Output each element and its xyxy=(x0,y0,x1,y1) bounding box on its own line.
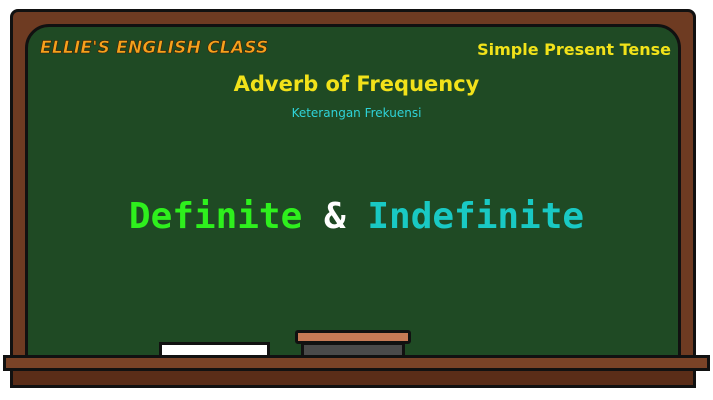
class-name-label: ELLIE'S ENGLISH CLASS xyxy=(40,38,269,59)
chalk-stick xyxy=(159,342,270,358)
headline-indefinite: Indefinite xyxy=(367,196,585,237)
eraser-pad xyxy=(301,342,405,358)
slide-title: Adverb of Frequency xyxy=(233,72,480,96)
slide-subtitle: Keterangan Frekuensi xyxy=(291,106,422,120)
tense-label: Simple Present Tense xyxy=(477,40,671,59)
chalkboard-surface xyxy=(25,24,681,364)
slide-headline: Definite & Indefinite xyxy=(0,196,713,237)
headline-definite: Definite xyxy=(128,196,303,237)
chalk-tray-bottom xyxy=(10,368,696,388)
headline-ampersand: & xyxy=(323,196,346,237)
